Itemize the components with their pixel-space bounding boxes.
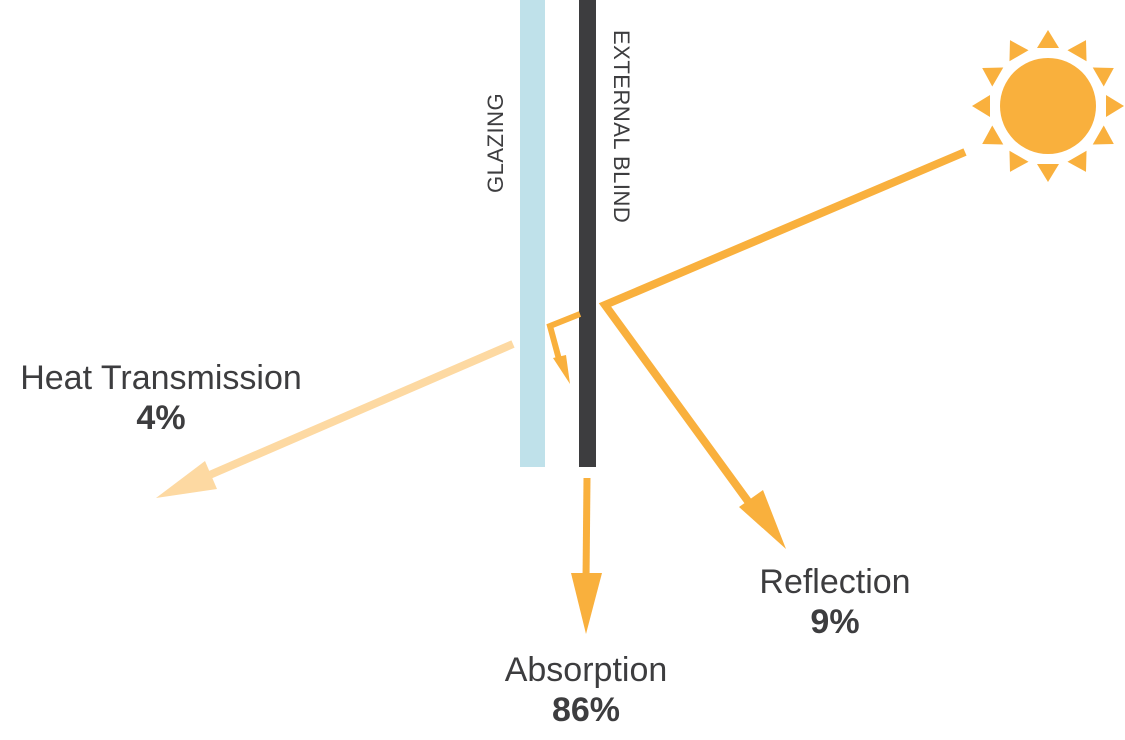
reflection-percent: 9% <box>810 603 860 642</box>
sun-ray <box>1067 150 1087 172</box>
glazing-label: GLAZING <box>483 92 508 193</box>
sun-icon <box>972 30 1124 182</box>
absorption-arrowhead <box>571 573 602 634</box>
sun-ray <box>1106 95 1124 117</box>
external-blind <box>579 0 596 467</box>
sun-ray <box>1067 40 1087 62</box>
reflection-label: Reflection 9% <box>730 562 940 642</box>
sun-ray <box>1009 150 1029 172</box>
reflection-arrowhead <box>739 490 786 549</box>
transmission-label: Heat Transmission 4% <box>0 358 322 438</box>
sun-ray <box>982 125 1004 145</box>
transmission-name: Heat Transmission <box>20 359 302 397</box>
absorption-name: Absorption <box>504 651 668 689</box>
sun-ray <box>1037 30 1059 48</box>
sun-ray <box>972 95 990 117</box>
sun-ray <box>1092 67 1114 87</box>
sun-core <box>1000 58 1096 154</box>
inner-ray-arrowhead <box>553 355 570 384</box>
transmission-shaft <box>203 340 515 481</box>
transmission-percent: 4% <box>136 399 186 438</box>
external-blind-label: EXTERNAL BLIND <box>609 30 634 224</box>
inner-ray <box>546 311 582 364</box>
absorption-percent: 86% <box>551 691 621 730</box>
incoming-ray <box>598 148 967 518</box>
sun-ray <box>1009 40 1029 62</box>
absorption-label: Absorption 86% <box>466 650 706 730</box>
glazing-pane <box>520 0 545 467</box>
transmission-arrowhead <box>156 461 217 498</box>
sun-ray <box>1037 164 1059 182</box>
absorption-shaft <box>582 477 591 581</box>
reflection-name: Reflection <box>759 563 911 601</box>
sun-ray <box>982 67 1004 87</box>
sun-ray <box>1092 125 1114 145</box>
